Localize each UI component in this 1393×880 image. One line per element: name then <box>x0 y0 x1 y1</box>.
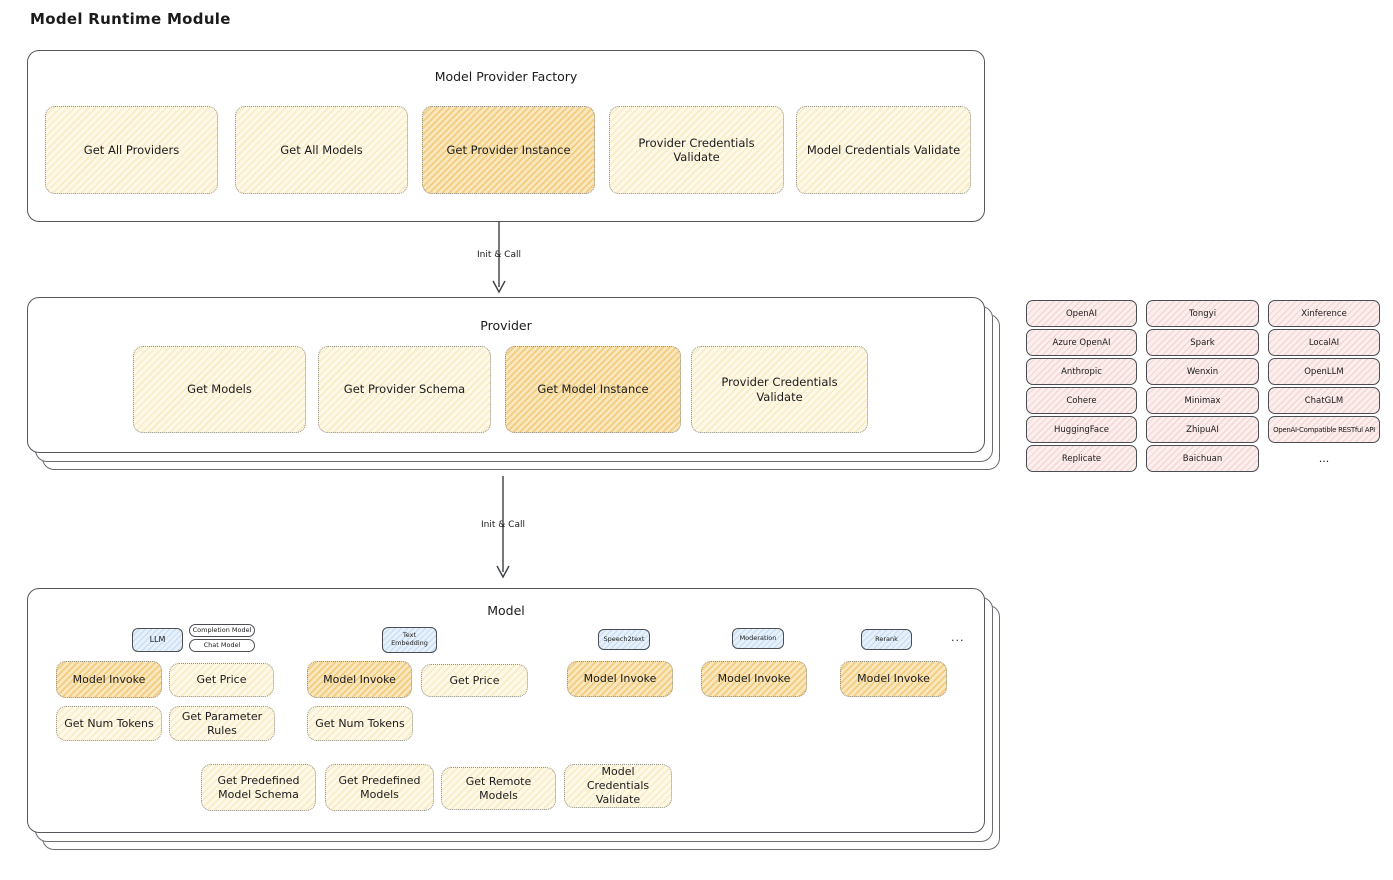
vendor-chip-openllm: OpenLLM <box>1268 358 1380 385</box>
vendor-chip-huggingface: HuggingFace <box>1026 416 1137 443</box>
tag-rerank: Rerank <box>861 629 912 650</box>
provider-vendor-grid: OpenAI Tongyi Xinference Azure OpenAI Sp… <box>1026 300 1380 472</box>
provider-provider-credentials-validate: Provider Credentials Validate <box>691 346 868 433</box>
llm-get-price: Get Price <box>169 663 274 697</box>
vendor-chip-azure-openai: Azure OpenAI <box>1026 329 1137 356</box>
arrow-factory-to-provider <box>492 221 506 294</box>
factory-get-provider-instance: Get Provider Instance <box>422 106 595 194</box>
vendor-chip-baichuan: Baichuan <box>1146 445 1259 472</box>
factory-box: Model Provider Factory Get All Providers… <box>27 50 985 222</box>
provider-get-provider-schema: Get Provider Schema <box>318 346 491 433</box>
tag-chat-model: Chat Model <box>189 639 255 652</box>
rerank-model-invoke: Model Invoke <box>840 661 947 697</box>
vendor-chip-tongyi: Tongyi <box>1146 300 1259 327</box>
model-box: Model LLM Completion Model Chat Model Te… <box>27 588 985 833</box>
factory-provider-credentials-validate: Provider Credentials Validate <box>609 106 784 194</box>
factory-model-credentials-validate: Model Credentials Validate <box>796 106 971 194</box>
vendor-chip-localai: LocalAI <box>1268 329 1380 356</box>
tag-text-embedding: Text Embedding <box>382 627 437 653</box>
provider-box: Provider Get Models Get Provider Schema … <box>27 297 985 453</box>
factory-get-all-providers: Get All Providers <box>45 106 218 194</box>
model-credentials-validate: Model Credentials Validate <box>564 764 672 808</box>
tag-moderation: Moderation <box>732 628 784 649</box>
provider-get-model-instance: Get Model Instance <box>505 346 681 433</box>
get-predefined-models: Get Predefined Models <box>325 764 434 811</box>
tag-completion-model: Completion Model <box>189 624 255 637</box>
arrow-provider-to-model <box>496 476 510 579</box>
vendor-grid-ellipsis: ... <box>1318 452 1330 465</box>
tag-llm: LLM <box>132 628 183 652</box>
moderation-model-invoke: Model Invoke <box>701 661 807 697</box>
factory-get-all-models: Get All Models <box>235 106 408 194</box>
vendor-chip-xinference: Xinference <box>1268 300 1380 327</box>
vendor-chip-cohere: Cohere <box>1026 387 1137 414</box>
factory-title: Model Provider Factory <box>434 69 578 84</box>
vendor-chip-spark: Spark <box>1146 329 1259 356</box>
vendor-chip-replicate: Replicate <box>1026 445 1137 472</box>
text-embedding-get-num-tokens: Get Num Tokens <box>307 706 413 741</box>
text-embedding-get-price: Get Price <box>421 664 528 697</box>
tags-ellipsis: ... <box>951 631 965 644</box>
vendor-chip-anthropic: Anthropic <box>1026 358 1137 385</box>
vendor-chip-openai: OpenAI <box>1026 300 1137 327</box>
model-title: Model <box>487 603 525 618</box>
arrow2-label: Init & Call <box>481 520 525 530</box>
provider-get-models: Get Models <box>133 346 306 433</box>
llm-get-num-tokens: Get Num Tokens <box>56 706 162 741</box>
vendor-chip-wenxin: Wenxin <box>1146 358 1259 385</box>
llm-get-parameter-rules: Get Parameter Rules <box>169 706 275 741</box>
vendor-chip-zhipuai: ZhipuAI <box>1146 416 1259 443</box>
arrow1-label: Init & Call <box>477 250 521 260</box>
speech2text-model-invoke: Model Invoke <box>567 661 673 697</box>
tag-speech2text: Speech2text <box>598 629 650 650</box>
get-predefined-model-schema: Get Predefined Model Schema <box>201 764 316 811</box>
page-title: Model Runtime Module <box>30 10 231 28</box>
vendor-chip-chatglm: ChatGLM <box>1268 387 1380 414</box>
vendor-chip-openai-compatible-restful-api: OpenAI-Compatible RESTful API <box>1268 416 1380 443</box>
get-remote-models: Get Remote Models <box>441 767 556 810</box>
llm-model-invoke: Model Invoke <box>56 661 162 698</box>
vendor-chip-minimax: Minimax <box>1146 387 1259 414</box>
text-embedding-model-invoke: Model Invoke <box>307 661 412 698</box>
provider-title: Provider <box>480 318 532 333</box>
